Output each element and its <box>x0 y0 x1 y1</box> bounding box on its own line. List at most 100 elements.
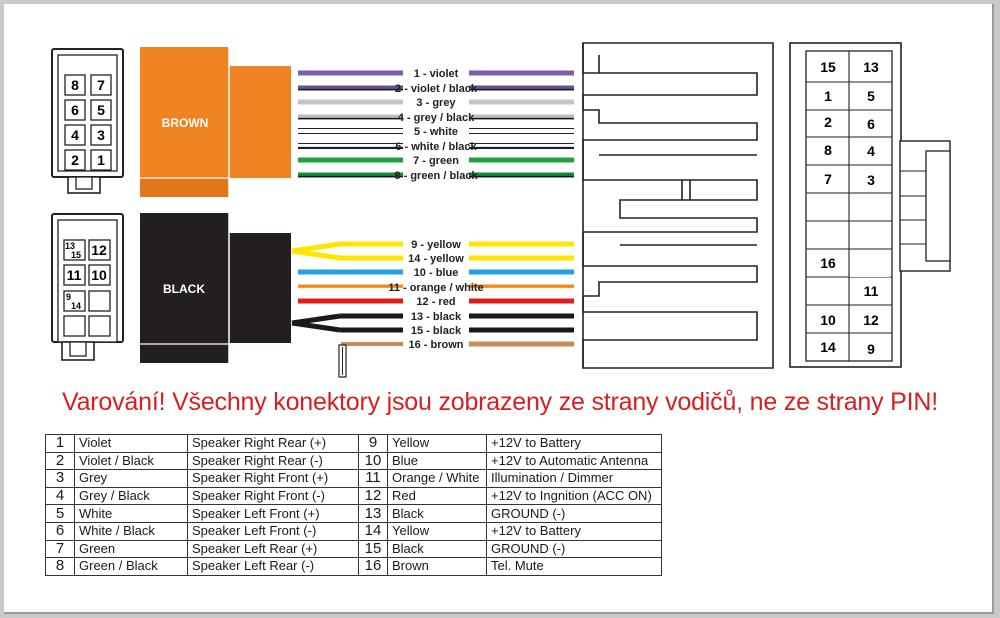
wire-label: 14 - yellow <box>408 253 464 265</box>
brown-pin-2: 2 <box>71 152 79 168</box>
brown-pin-4: 4 <box>71 127 79 143</box>
brown-pin-connector: 8 7 6 5 4 3 2 1 <box>51 48 124 194</box>
wiring-diagram: 8 7 6 5 4 3 2 1 13 15 12 11 10 9 14 B <box>51 42 951 378</box>
iso-pin-8: 8 <box>824 142 832 158</box>
iso-pin-16: 16 <box>820 255 836 271</box>
wire-16: 16 - brown <box>341 339 574 351</box>
black-housing-label: BLACK <box>163 282 205 296</box>
iso-pin-12: 12 <box>863 312 879 328</box>
wire-function: +12V to Battery <box>486 434 662 453</box>
wire-color: Blue <box>387 451 487 471</box>
iso-pin-grid: 15 13 1 5 2 6 8 4 7 3 16 11 10 12 14 9 <box>789 42 951 368</box>
wire-function: Speaker Left Front (+) <box>187 504 359 523</box>
wire-function: Speaker Left Rear (-) <box>187 557 359 576</box>
mute-connector-icon <box>338 344 347 378</box>
wire-10: 14 - yellow <box>291 248 574 265</box>
brown-pin-5: 5 <box>97 102 105 118</box>
wire-color: Black <box>387 539 487 559</box>
wire-color: Black <box>387 504 487 523</box>
wire-11: 10 - blue <box>298 267 574 279</box>
wire-label: 16 - brown <box>408 339 463 351</box>
wire-9: 9 - yellow <box>291 239 574 254</box>
wire-function: Speaker Left Front (-) <box>187 521 359 541</box>
iso-pin-5: 5 <box>867 88 875 104</box>
wire-color: Yellow <box>387 521 487 541</box>
wire-5: 5 - white <box>298 126 574 138</box>
wire-label: 15 - black <box>411 325 462 337</box>
wire-4: 4 - grey / black <box>298 112 574 124</box>
black-housing: BLACK <box>140 213 291 363</box>
wire-1: 1 - violet <box>298 68 574 80</box>
iso-pin-9: 9 <box>867 341 875 357</box>
wire-color: White / Black <box>74 521 188 541</box>
black-pin-9: 9 <box>66 292 71 302</box>
wire-color: Violet <box>74 434 188 453</box>
pin-number: 7 <box>45 539 75 559</box>
iso-pin-13: 13 <box>863 59 879 75</box>
wire-6: 6 - white / black <box>298 141 574 153</box>
brown-housing-label: BROWN <box>162 116 209 130</box>
iso-pin-1: 1 <box>824 88 832 104</box>
wire-function: +12V to Automatic Antenna <box>486 451 662 471</box>
wire-label: 1 - violet <box>414 68 459 80</box>
wire-label: 8 - green / black <box>394 170 478 182</box>
iso-pin-6: 6 <box>867 116 875 132</box>
wire-color: Orange / White <box>387 469 487 488</box>
wire-8: 8 - green / black <box>298 170 574 182</box>
wire-function: Speaker Right Front (-) <box>187 486 359 506</box>
iso-connector-side <box>582 42 774 369</box>
pin-number: 5 <box>45 504 75 523</box>
pin-number: 11 <box>358 469 388 488</box>
wire-color: Violet / Black <box>74 451 188 471</box>
wire-color: Green <box>74 539 188 559</box>
pin-number: 6 <box>45 521 75 541</box>
wire-12: 11 - orange / white <box>298 282 574 294</box>
black-pin-13: 13 <box>65 241 75 251</box>
pin-number: 13 <box>358 504 388 523</box>
wire-label: 9 - yellow <box>411 239 461 251</box>
brown-housing: BROWN <box>140 47 291 197</box>
wire-label: 3 - grey <box>416 97 456 109</box>
brown-pin-6: 6 <box>71 102 79 118</box>
wire-color: Red <box>387 486 487 506</box>
wire-function: Speaker Left Rear (+) <box>187 539 359 559</box>
pin-number: 16 <box>358 557 388 576</box>
wire-function: GROUND (-) <box>486 539 662 559</box>
pin-number: 14 <box>358 521 388 541</box>
pin-number: 15 <box>358 539 388 559</box>
wire-function: Speaker Right Front (+) <box>187 469 359 488</box>
wires: 1 - violet 2 - violet / black 3 - grey 4 - … <box>291 68 574 351</box>
wire-color: Grey / Black <box>74 486 188 506</box>
iso-pin-3: 3 <box>867 172 875 188</box>
wire-label: 6 - white / black <box>395 141 477 153</box>
wire-function: +12V to Battery <box>486 521 662 541</box>
wire-function: Speaker Right Rear (-) <box>187 451 359 471</box>
wire-label: 12 - red <box>416 296 455 308</box>
iso-pin-11: 11 <box>864 283 879 299</box>
brown-pin-3: 3 <box>97 127 105 143</box>
brown-pin-1: 1 <box>97 152 105 168</box>
brown-pin-7: 7 <box>97 77 105 93</box>
wire-color: Green / Black <box>74 557 188 576</box>
iso-pin-10: 10 <box>820 312 836 328</box>
iso-pin-7: 7 <box>824 171 832 187</box>
pin-number: 3 <box>45 469 75 488</box>
wire-label: 4 - grey / black <box>398 112 475 124</box>
black-pin-15: 15 <box>71 250 81 260</box>
wire-label: 10 - blue <box>414 267 459 279</box>
wire-label: 2 - violet / black <box>395 83 478 95</box>
iso-pin-14: 14 <box>820 339 836 355</box>
iso-pin-15: 15 <box>820 59 836 75</box>
wire-15: 15 - black <box>291 320 574 337</box>
wire-7: 7 - green <box>298 155 574 167</box>
black-pin-11: 11 <box>67 267 82 283</box>
black-pin-14: 14 <box>71 301 81 311</box>
iso-pin-2: 2 <box>824 114 832 130</box>
